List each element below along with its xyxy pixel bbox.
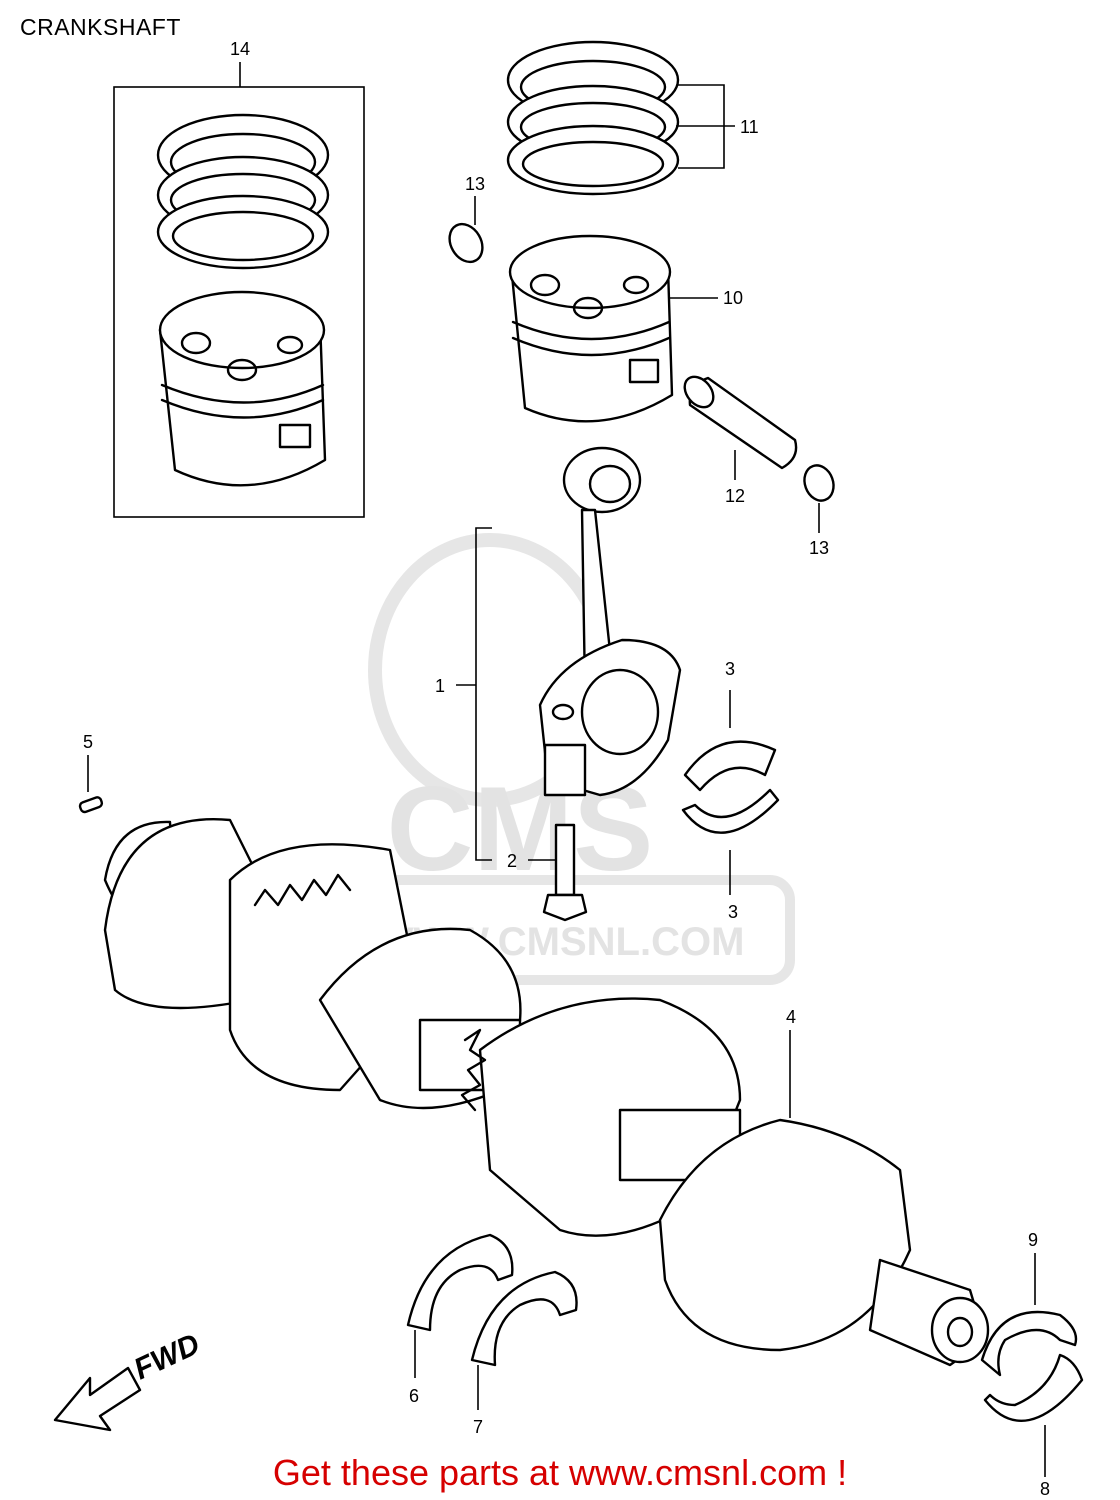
- piston-rings-11: [506, 40, 735, 196]
- label-11: 11: [740, 117, 759, 137]
- main-bearings-8-9: [980, 1253, 1084, 1477]
- crankshaft-4: [103, 818, 990, 1367]
- label-8: 8: [1040, 1479, 1050, 1499]
- label-5: 5: [83, 732, 93, 752]
- label-3-top: 3: [725, 659, 735, 679]
- connecting-rod-1: [456, 446, 682, 861]
- label-12: 12: [725, 486, 745, 506]
- label-13-top: 13: [465, 174, 485, 194]
- circlip-13-right: [803, 464, 835, 533]
- label-2: 2: [507, 851, 517, 871]
- label-13-right: 13: [809, 538, 829, 558]
- fwd-label: FWD: [129, 1328, 205, 1387]
- dowel-pin-5: [78, 755, 104, 814]
- label-10: 10: [723, 288, 743, 308]
- piston-pin-12: [683, 375, 798, 480]
- label-1: 1: [435, 676, 445, 696]
- thrust-bearings-6-7: [406, 1233, 578, 1410]
- circlip-13-top: [448, 196, 484, 264]
- conrod-bolt-2: [528, 823, 588, 922]
- part-labels: 14 11 13 10 12 13 1 3 5 2 3 4 9 6 7 8: [83, 39, 1050, 1499]
- label-6: 6: [409, 1386, 419, 1406]
- piston-kit-14: [113, 62, 365, 518]
- label-3-bottom: 3: [728, 902, 738, 922]
- label-14: 14: [230, 39, 250, 59]
- fwd-arrow: FWD: [53, 1328, 205, 1432]
- promo-link[interactable]: Get these parts at www.cmsnl.com !: [272, 1452, 848, 1493]
- piston-10: [508, 234, 718, 423]
- diagram-title: CRANKSHAFT: [20, 14, 181, 40]
- label-9: 9: [1028, 1230, 1038, 1250]
- label-4: 4: [786, 1007, 796, 1027]
- label-7: 7: [473, 1417, 483, 1437]
- conrod-bearings-3: [681, 690, 780, 895]
